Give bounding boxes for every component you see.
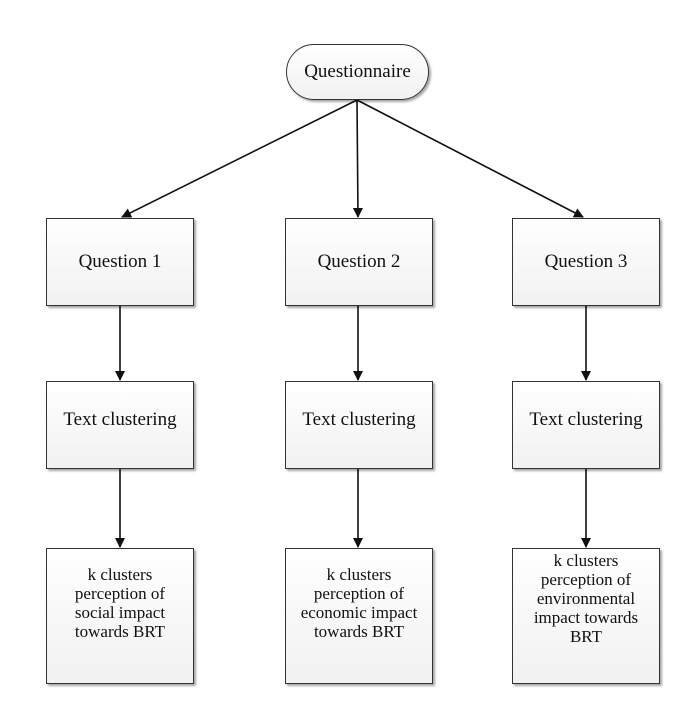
result-3-label: k clusters perception of environmental i… xyxy=(533,551,639,646)
question-3-label: Question 3 xyxy=(544,251,628,272)
text-clustering-2-label: Text clustering xyxy=(302,409,416,430)
question-1-node: Question 1 xyxy=(46,218,194,306)
arrow-root-to-question-2 xyxy=(352,99,363,218)
text-clustering-2-node: Text clustering xyxy=(285,381,433,469)
result-1-node: k clusters perception of social impact t… xyxy=(46,548,194,684)
arrow-root-to-question-1 xyxy=(121,99,358,218)
result-2-node: k clusters perception of economic impact… xyxy=(285,548,433,684)
questionnaire-label: Questionnaire xyxy=(304,61,411,82)
questionnaire-node: Questionnaire xyxy=(286,44,429,100)
arrow-root-to-question-3 xyxy=(356,99,584,218)
result-3-node: k clusters perception of environmental i… xyxy=(512,548,660,684)
question-2-node: Question 2 xyxy=(285,218,433,306)
text-clustering-1-node: Text clustering xyxy=(46,381,194,469)
question-3-node: Question 3 xyxy=(512,218,660,306)
question-2-label: Question 2 xyxy=(317,251,401,272)
question-1-label: Question 1 xyxy=(78,251,162,272)
text-clustering-3-node: Text clustering xyxy=(512,381,660,469)
text-clustering-1-label: Text clustering xyxy=(63,409,177,430)
result-2-label: k clusters perception of economic impact… xyxy=(300,565,418,641)
text-clustering-3-label: Text clustering xyxy=(529,409,643,430)
result-1-label: k clusters perception of social impact t… xyxy=(74,565,166,641)
